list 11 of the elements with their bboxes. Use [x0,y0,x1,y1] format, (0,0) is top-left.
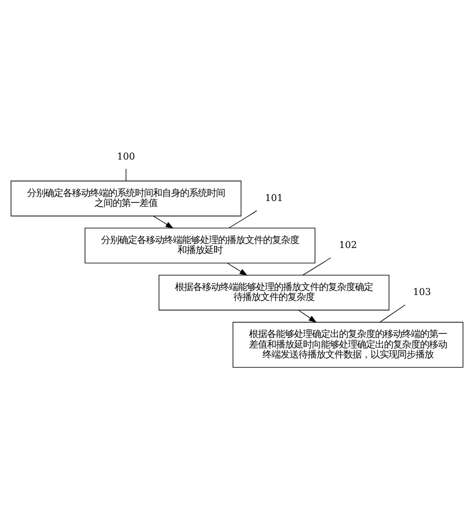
node-text: 101 [265,192,283,204]
arrow [298,310,317,323]
node-box: 根据各移动终端能够处理的播放文件的复杂度确定待播放文件的复杂度 [158,274,390,310]
node-box: 根据各能够处理确定出的复杂度的移动终端的第一差值和播放延时向能够处理确定出的复杂度的移动终端发送待播放文件数据，以实现同步播放 [232,322,464,368]
node-box: 分别确定各移动终端的系统时间和自身的系统时间之间的第一差值 [10,180,242,216]
node-text: 102 [338,240,357,252]
node-text: 100 [117,151,136,162]
node-box: 分别确定各移动终端能够处理的播放文件的复杂度和播放延时 [84,228,316,264]
arrow [153,216,174,229]
node-text: 103 [412,287,431,298]
arrow [227,262,248,276]
